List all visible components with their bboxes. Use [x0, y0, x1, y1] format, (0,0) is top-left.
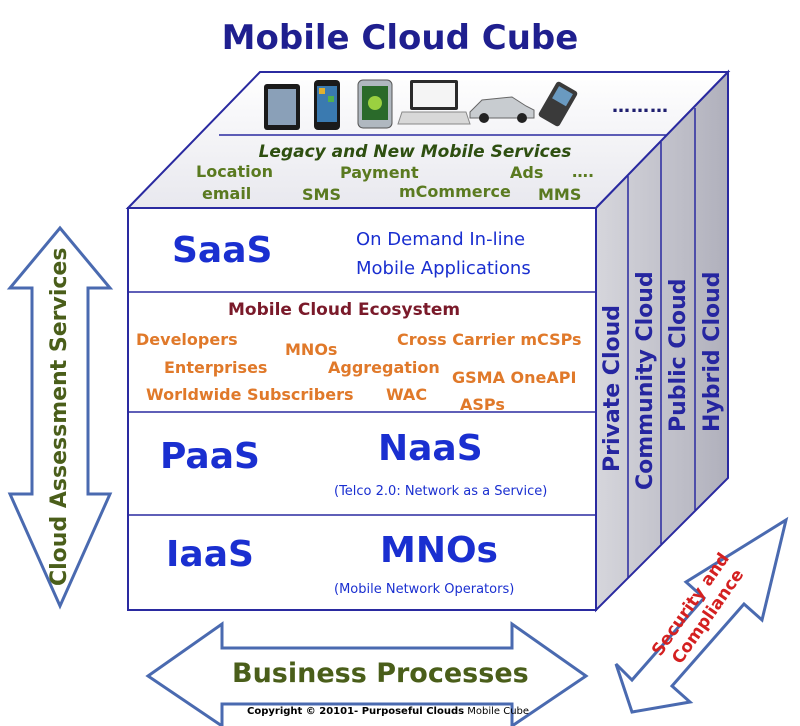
ecosystem-title: Mobile Cloud Ecosystem	[228, 300, 461, 320]
business-processes-label: Business Processes	[232, 658, 529, 689]
android-phone-icon	[357, 79, 393, 129]
service-mcommerce: mCommerce	[399, 182, 511, 201]
saas-label: SaaS	[172, 230, 273, 271]
cloud-type-private: Private Cloud	[600, 304, 625, 472]
feature-phone-icon	[538, 81, 578, 127]
more-devices-ellipsis: ………	[612, 96, 669, 117]
saas-desc-line1: On Demand In-line	[356, 229, 526, 250]
eco-asps: ASPs	[460, 395, 505, 414]
service-payment: Payment	[340, 163, 419, 182]
cloud-type-public: Public Cloud	[666, 278, 691, 432]
copyright-notice: Copyright © 20101- Purposeful Clouds Mob…	[247, 706, 529, 717]
tablet-icon	[264, 84, 300, 130]
cloud-type-community: Community Cloud	[633, 271, 658, 490]
security-double-arrow	[614, 516, 789, 714]
smartphone-icon	[314, 80, 340, 130]
copyright-bold: Copyright © 20101- Purposeful Clouds	[247, 706, 465, 717]
eco-wac: WAC	[386, 385, 428, 404]
iaas-label: IaaS	[166, 534, 254, 575]
cube-front-face	[127, 207, 597, 611]
cloud-assessment-services-label: Cloud Assessment Services	[47, 247, 72, 586]
eco-aggregation: Aggregation	[328, 358, 440, 377]
netbook-icon	[397, 80, 471, 125]
paas-label: PaaS	[160, 436, 260, 477]
eco-gsma-oneapi: GSMA OneAPI	[452, 368, 577, 387]
eco-worldwide-subscribers: Worldwide Subscribers	[146, 385, 354, 404]
page-title: Mobile Cloud Cube	[221, 18, 579, 58]
mnos-description: (Mobile Network Operators)	[334, 582, 515, 597]
eco-developers: Developers	[136, 330, 238, 349]
cloud-type-hybrid: Hybrid Cloud	[700, 271, 725, 432]
service-ads: Ads	[510, 163, 544, 182]
iaas-mnos-label: MNOs	[380, 530, 498, 571]
assessment-double-arrow	[6, 225, 114, 610]
service-mms: MMS	[538, 185, 582, 204]
business-double-arrow	[145, 621, 589, 726]
service-email: email	[202, 184, 252, 203]
naas-description: (Telco 2.0: Network as a Service)	[334, 484, 548, 499]
service-sms: SMS	[302, 185, 341, 204]
car-icon	[469, 96, 535, 123]
eco-cross-carrier: Cross Carrier mCSPs	[397, 330, 582, 349]
legacy-services-title: Legacy and New Mobile Services	[258, 142, 572, 162]
eco-enterprises: Enterprises	[164, 358, 268, 377]
naas-label: NaaS	[378, 428, 483, 469]
service-more: ….	[572, 162, 595, 181]
copyright-regular: Mobile Cube	[464, 706, 530, 717]
service-location: Location	[196, 162, 273, 181]
saas-desc-line2: Mobile Applications	[356, 258, 531, 279]
eco-mnos: MNOs	[285, 340, 338, 359]
